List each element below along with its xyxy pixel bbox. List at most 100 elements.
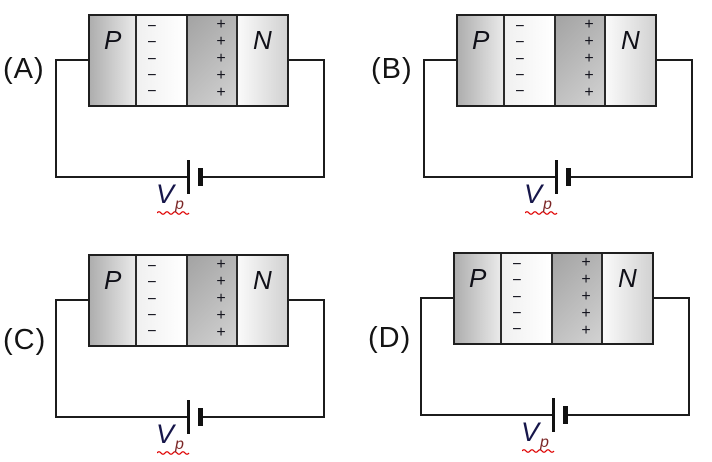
minus-charge: − (147, 290, 157, 308)
voltage-subscript: p (543, 195, 552, 213)
plus-charge: + (216, 84, 226, 101)
pn-junction-device: P − − − − − + + + + + N (88, 14, 289, 107)
minus-charge: − (515, 18, 525, 35)
wire-left-horizontal (423, 59, 457, 61)
option-label-b: (B) (371, 53, 413, 85)
wire-bottom-left (423, 176, 557, 178)
depletion-positive-region: + + + + + (188, 16, 238, 105)
minus-charge: − (147, 323, 157, 340)
wire-right-horizontal (288, 299, 325, 301)
voltage-symbol: V (524, 179, 543, 209)
p-region-label: P (103, 25, 122, 55)
wire-left-horizontal (420, 297, 454, 299)
n-region-label: N (252, 265, 272, 295)
depletion-negative-region: − − − − − (505, 16, 557, 105)
spellcheck-squiggle-icon (522, 449, 555, 453)
p-region-label: P (103, 265, 122, 295)
wire-right-horizontal (653, 297, 690, 299)
battery-short-plate-icon (563, 406, 568, 424)
minus-charge: − (147, 34, 157, 52)
p-region: P (90, 256, 138, 345)
battery-short-plate-icon (198, 408, 203, 426)
minus-charge: − (515, 50, 525, 68)
wire-right-vertical (323, 299, 325, 418)
battery-voltage-label: Vp (156, 181, 191, 216)
battery-short-plate-icon (566, 168, 571, 186)
wire-right-horizontal (656, 59, 693, 61)
wire-bottom-left (420, 414, 554, 416)
plus-charge: + (216, 256, 226, 273)
diagram-option-a: (A) P − − − − − + + + + + (0, 0, 356, 235)
wire-right-vertical (691, 59, 693, 178)
minus-charge: − (512, 304, 522, 322)
pn-junction-device: P − − − − − + + + + + N (453, 252, 654, 345)
n-region-label: N (620, 25, 640, 55)
n-region: N (605, 16, 655, 105)
wire-right-vertical (688, 297, 690, 416)
voltage-symbol: V (521, 417, 540, 447)
voltage-symbol: V (156, 179, 175, 209)
option-label-d: (D) (368, 322, 412, 354)
plus-charge: + (584, 33, 594, 50)
minus-charge: − (147, 66, 157, 84)
plus-charge: + (581, 271, 591, 288)
n-region-label: N (252, 25, 272, 55)
plus-charge: + (216, 50, 226, 67)
diagram-option-c: (C) P − − − − − + + + + + (0, 240, 356, 462)
depletion-positive-region: + + + + + (188, 256, 238, 345)
option-label-a: (A) (3, 53, 45, 85)
voltage-symbol: V (156, 419, 175, 449)
minus-charge: − (512, 321, 522, 338)
wire-left-vertical (423, 59, 425, 178)
voltage-subscript: p (175, 195, 184, 213)
minus-charge: − (515, 34, 525, 52)
voltage-subscript: p (175, 435, 184, 453)
battery-short-plate-icon (198, 168, 203, 186)
wire-bottom-right (568, 414, 690, 416)
wire-left-vertical (55, 59, 57, 178)
wire-left-horizontal (55, 299, 89, 301)
pn-junction-device: P − − − − − + + + + + N (88, 254, 289, 347)
spellcheck-squiggle-icon (157, 451, 190, 455)
minus-charge: − (147, 274, 157, 292)
plus-charge: + (581, 322, 591, 339)
plus-charge: + (216, 290, 226, 307)
plus-charge: + (216, 273, 226, 290)
wire-left-vertical (55, 299, 57, 418)
battery-voltage-label: Vp (156, 421, 191, 456)
option-label-c: (C) (3, 324, 47, 356)
plus-charge: + (584, 50, 594, 67)
plus-charge: + (216, 67, 226, 84)
spellcheck-squiggle-icon (525, 211, 558, 215)
wire-bottom-right (203, 416, 325, 418)
wire-bottom-right (571, 176, 693, 178)
wire-bottom-right (203, 176, 325, 178)
depletion-negative-region: − − − − − (502, 254, 554, 343)
plus-charge: + (216, 307, 226, 324)
minus-charge: − (147, 258, 157, 275)
p-region: P (458, 16, 506, 105)
pn-junction-device: P − − − − − + + + + + N (456, 14, 657, 107)
voltage-subscript: p (540, 433, 549, 451)
minus-charge: − (147, 306, 157, 324)
n-region-label: N (617, 263, 637, 293)
minus-charge: − (512, 256, 522, 273)
plus-charge: + (584, 67, 594, 84)
battery-long-plate-icon (187, 400, 190, 434)
wire-bottom-left (55, 176, 189, 178)
plus-charge: + (584, 84, 594, 101)
depletion-positive-region: + + + + + (556, 16, 606, 105)
minus-charge: − (147, 83, 157, 100)
minus-charge: − (147, 18, 157, 35)
wire-bottom-left (55, 416, 189, 418)
plus-charge: + (581, 254, 591, 271)
battery-voltage-label: Vp (521, 419, 556, 454)
n-region: N (602, 254, 652, 343)
wire-left-vertical (420, 297, 422, 416)
diagram-option-d: (D) P − − − − − + + + + + (365, 238, 712, 462)
battery-long-plate-icon (555, 160, 558, 194)
depletion-negative-region: − − − − − (137, 256, 189, 345)
p-region: P (455, 254, 503, 343)
battery-voltage-label: Vp (524, 181, 559, 216)
